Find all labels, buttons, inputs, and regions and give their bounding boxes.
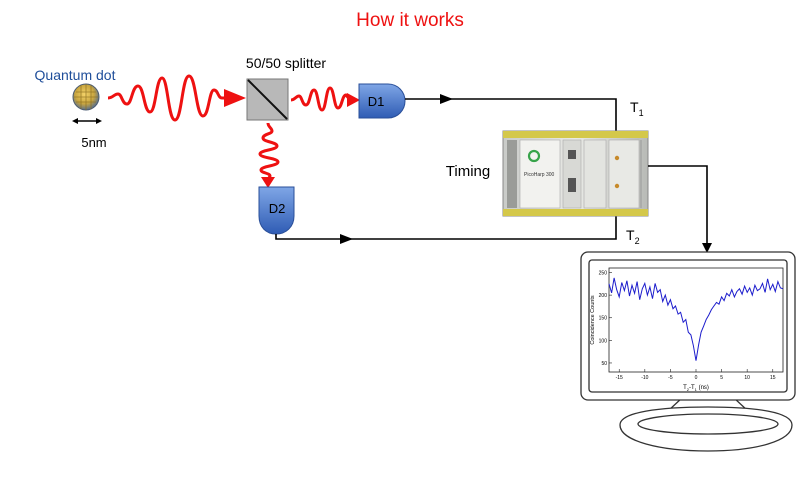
size-arrow-icon bbox=[72, 118, 102, 124]
splitter-label: 50/50 splitter bbox=[246, 55, 326, 71]
chart-series-line bbox=[608, 277, 784, 361]
coincidence-chart: 50 100 150 200 250 -15 -10 -5 0 5 10 15 Coincidenc… bbox=[590, 267, 784, 392]
chart-ytick-label: 150 bbox=[599, 316, 608, 322]
page-title: How it works bbox=[356, 10, 464, 31]
photon-arrow-d2-icon bbox=[261, 177, 275, 188]
wire-arrow-monitor-icon bbox=[702, 243, 712, 253]
quantum-dot-icon bbox=[72, 83, 100, 111]
chart-xlabel: T2-T1 (ns) bbox=[683, 385, 709, 392]
wire-arrow-d2-icon bbox=[340, 234, 353, 244]
signal-wire-monitor bbox=[648, 165, 708, 246]
beam-splitter-icon bbox=[246, 78, 289, 121]
photon-wave-d1 bbox=[290, 86, 352, 112]
detector-d1: D1 bbox=[358, 83, 406, 119]
device-brand: PicoHarp 300 bbox=[524, 172, 555, 178]
device-logo-icon bbox=[527, 149, 541, 163]
detector-d2-label: D2 bbox=[269, 201, 286, 216]
chart-xtick-label: 0 bbox=[695, 375, 698, 381]
chart-xtick-label: -15 bbox=[616, 375, 623, 381]
photon-arrow-in-icon bbox=[224, 89, 246, 107]
timing-label: Timing bbox=[446, 163, 490, 180]
chart-ytick-label: 250 bbox=[599, 271, 608, 277]
photon-wave-d2 bbox=[258, 122, 280, 181]
chart-xtick-label: -5 bbox=[668, 375, 673, 381]
chart-ytick-label: 200 bbox=[599, 293, 608, 299]
photon-wave-in bbox=[107, 74, 226, 122]
chart-ylabel: Coincidence Counts bbox=[590, 295, 596, 344]
chart-ytick-label: 100 bbox=[599, 338, 608, 344]
quantum-dot-label: Quantum dot bbox=[35, 67, 116, 83]
t2-label: T2 bbox=[626, 227, 640, 246]
detector-d2: D2 bbox=[258, 186, 295, 235]
chart-ytick-label: 50 bbox=[601, 361, 607, 367]
chart-xtick-label: -10 bbox=[641, 375, 648, 381]
t1-label: T1 bbox=[630, 99, 644, 118]
wire-arrow-d1-icon bbox=[440, 94, 453, 104]
size-label: 5nm bbox=[81, 135, 106, 150]
chart-xtick-label: 10 bbox=[744, 375, 750, 381]
chart-frame bbox=[608, 267, 784, 373]
detector-d1-label: D1 bbox=[368, 94, 385, 109]
photon-arrow-d1-icon bbox=[347, 93, 360, 107]
chart-xtick-label: 15 bbox=[770, 375, 776, 381]
timing-module: PicoHarp 300 bbox=[502, 130, 649, 217]
chart-xtick-label: 5 bbox=[720, 375, 723, 381]
